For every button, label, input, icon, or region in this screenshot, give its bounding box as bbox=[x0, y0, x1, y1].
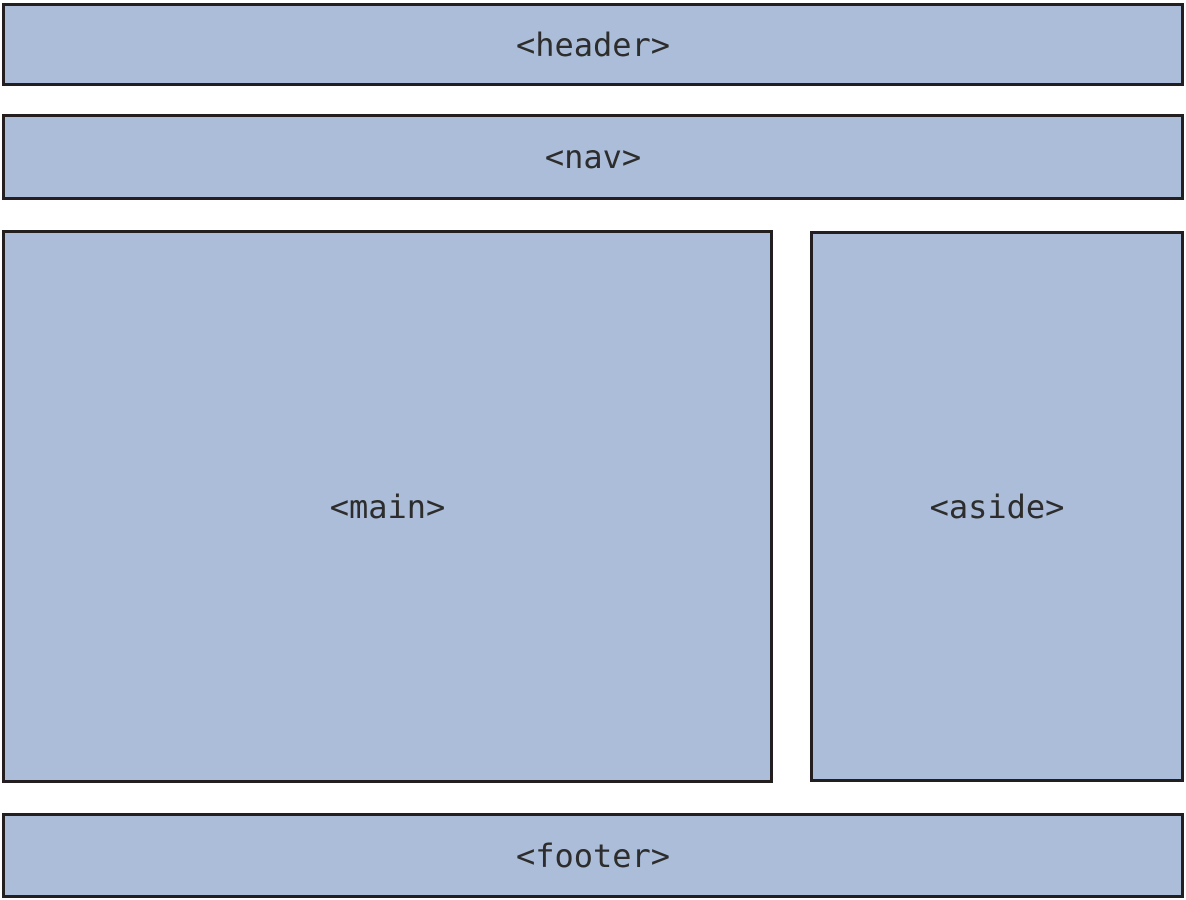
header-element-label: <header> bbox=[515, 25, 671, 64]
main-element-label: <main> bbox=[329, 487, 446, 526]
footer-element-label: <footer> bbox=[515, 836, 671, 875]
nav-element-box: <nav> bbox=[2, 114, 1184, 200]
main-element-box: <main> bbox=[2, 230, 773, 783]
footer-element-box: <footer> bbox=[2, 813, 1184, 898]
aside-element-label: <aside> bbox=[929, 487, 1065, 526]
nav-element-label: <nav> bbox=[544, 138, 642, 176]
aside-element-box: <aside> bbox=[810, 231, 1184, 782]
header-element-box: <header> bbox=[2, 3, 1184, 86]
